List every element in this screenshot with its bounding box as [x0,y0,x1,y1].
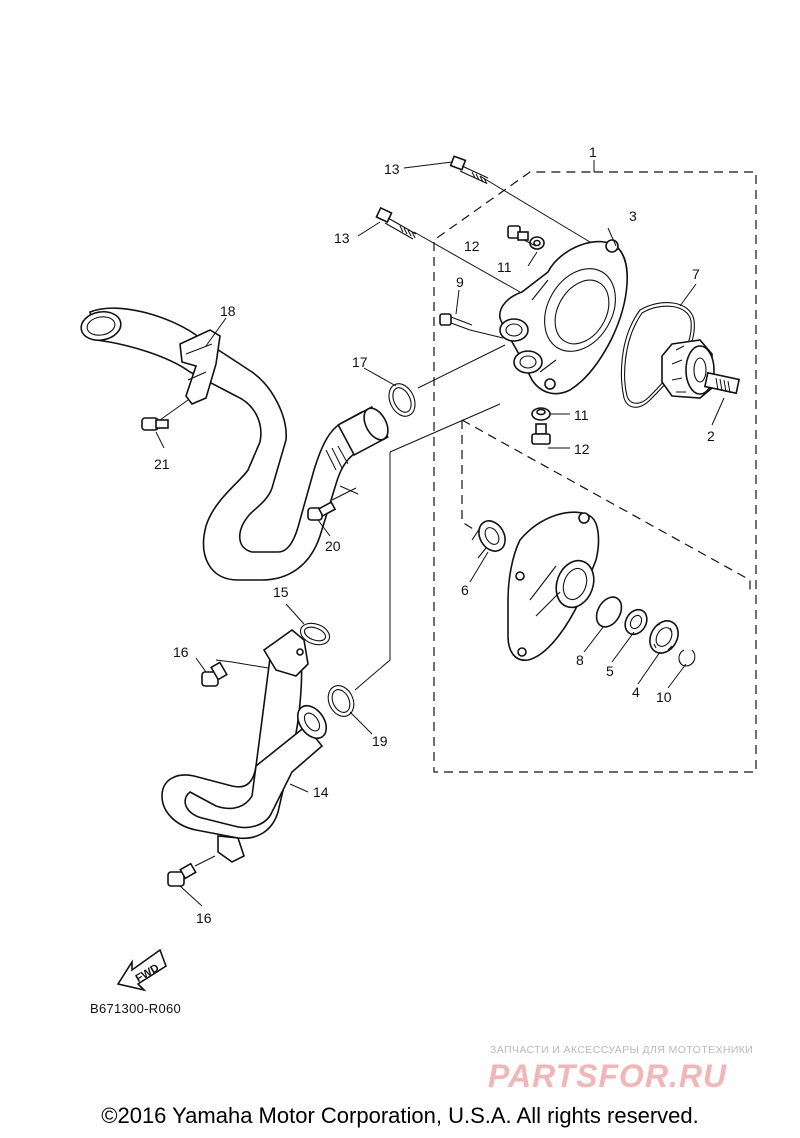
seal-6 [471,520,506,559]
callout-5: 5 [606,663,614,679]
watermark-caption: ЗАПЧАСТИ И АКСЕССУАРЫ ДЛЯ МОТОТЕХНИКИ [490,1044,754,1056]
callout-4: 4 [632,684,640,700]
bolt-12-lower [531,423,551,445]
callout-3: 3 [629,208,637,224]
screw-21 [141,417,169,431]
callout-11-lower: 11 [574,407,589,423]
callout-13-upper: 13 [384,161,400,177]
screw-20 [307,501,337,521]
washer-11-lower [531,407,551,421]
callout-18: 18 [220,303,236,319]
callout-10: 10 [656,689,672,705]
callout-labels: 1 2 3 4 5 6 7 8 9 10 11 11 12 12 13 13 1… [154,144,715,926]
pump-housing [507,511,600,661]
ring-5 [624,608,648,636]
callout-21: 21 [154,456,170,472]
watermark-logo: PARTSFOR.RU [488,1058,727,1094]
callout-12-lower: 12 [574,441,590,457]
o-ring-19 [327,685,355,717]
bearing-4 [649,620,679,654]
callout-13-lower: 13 [334,230,350,246]
bolt-9 [439,313,473,331]
pipe-14 [161,628,328,863]
bolt-16-upper [201,661,228,687]
callout-2: 2 [707,428,715,444]
bolt-16-lower [167,862,197,887]
impeller-shaft-2 [661,339,741,399]
callout-6: 6 [461,582,469,598]
seal-8 [595,596,623,628]
hose-18 [80,307,389,581]
svg-text:PARTSFOR.RU: PARTSFOR.RU [488,1058,727,1094]
callout-7: 7 [692,266,700,282]
leader-lines [155,161,725,907]
pump-cover-3 [499,239,628,395]
fwd-arrow-icon: FWD [116,948,167,992]
o-ring-17 [388,383,416,417]
bolt-12-upper [507,225,529,241]
o-ring-7 [620,302,695,408]
callout-8: 8 [576,652,584,668]
copyright-notice: ©2016 Yamaha Motor Corporation, U.S.A. A… [101,1103,699,1128]
assembly-outline [433,160,757,773]
bolt-13-upper [449,155,489,185]
callout-15: 15 [273,584,289,600]
bolt-13-lower [375,206,417,240]
callout-16-upper: 16 [173,644,189,660]
callout-19: 19 [372,733,388,749]
washer-11-upper [529,236,545,250]
callout-11-upper: 11 [497,259,512,275]
explode-guides [159,175,751,867]
diagram-code: B671300-R060 [90,1001,182,1016]
callout-17: 17 [352,354,368,370]
callout-16-lower: 16 [196,910,212,926]
callout-20: 20 [325,538,341,554]
callout-1: 1 [589,144,597,160]
callout-12-upper: 12 [464,238,480,254]
o-ring-15 [299,622,331,646]
callout-9: 9 [456,274,464,290]
circlip-10 [678,649,696,667]
callout-14: 14 [313,784,329,800]
